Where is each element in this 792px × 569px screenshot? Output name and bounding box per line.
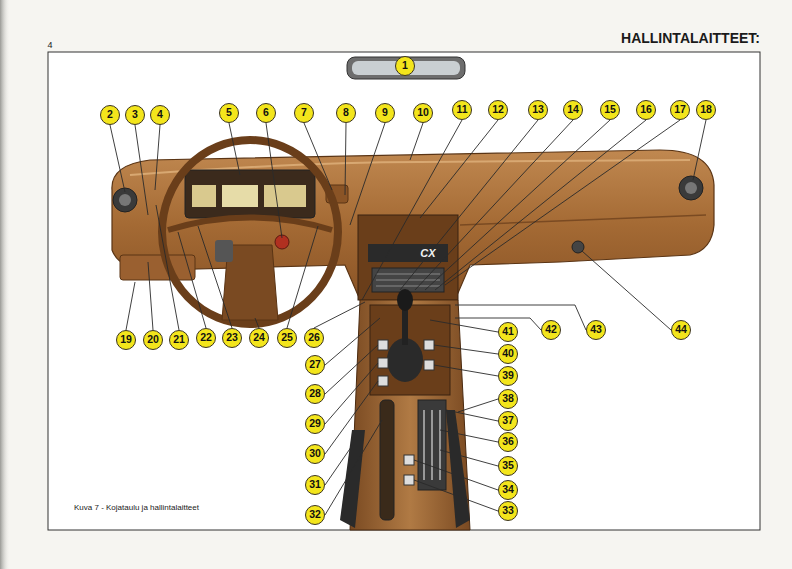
callout-number: 2 xyxy=(100,105,120,125)
callout-number: 30 xyxy=(305,444,325,464)
callout-number: 39 xyxy=(498,366,518,386)
callout-number: 34 xyxy=(498,480,518,500)
page-title: HALLINTALAITTEET: xyxy=(621,30,760,46)
callout-number: 3 xyxy=(125,105,145,125)
callout-number: 13 xyxy=(528,100,548,120)
display-text: CX xyxy=(420,247,435,259)
callout-number: 32 xyxy=(305,505,325,525)
callout-number: 37 xyxy=(498,411,518,431)
callout-number: 17 xyxy=(670,100,690,120)
callout-number: 19 xyxy=(116,330,136,350)
callout-number: 29 xyxy=(305,414,325,434)
callout-number: 44 xyxy=(671,320,691,340)
callout-number: 40 xyxy=(498,344,518,364)
callout-number: 5 xyxy=(219,103,239,123)
callout-number: 15 xyxy=(600,100,620,120)
callout-number: 7 xyxy=(294,103,314,123)
callout-number: 11 xyxy=(452,100,472,120)
figure-caption: Kuva 7 - Kojataulu ja hallintalaitteet xyxy=(74,503,199,512)
callout-number: 28 xyxy=(305,384,325,404)
callout-number: 9 xyxy=(375,103,395,123)
callout-number: 35 xyxy=(498,456,518,476)
callout-number: 16 xyxy=(636,100,656,120)
callout-number: 38 xyxy=(498,389,518,409)
callout-number: 12 xyxy=(488,100,508,120)
callout-number: 31 xyxy=(305,475,325,495)
page-number: 4 xyxy=(47,40,52,50)
callout-number: 42 xyxy=(541,320,561,340)
callout-number: 33 xyxy=(498,501,518,521)
callout-number: 22 xyxy=(196,328,216,348)
callout-number: 1 xyxy=(395,56,415,76)
callout-number: 23 xyxy=(222,328,242,348)
callout-number: 4 xyxy=(150,105,170,125)
callout-number: 41 xyxy=(498,322,518,342)
callout-number: 18 xyxy=(696,100,716,120)
callout-number: 6 xyxy=(256,103,276,123)
callout-number: 26 xyxy=(304,328,324,348)
callout-number: 25 xyxy=(277,328,297,348)
callout-number: 14 xyxy=(563,100,583,120)
callout-number: 27 xyxy=(305,355,325,375)
callout-number: 36 xyxy=(498,432,518,452)
callout-number: 20 xyxy=(143,330,163,350)
callout-number: 10 xyxy=(413,103,433,123)
callout-number: 21 xyxy=(169,330,189,350)
callout-number: 8 xyxy=(336,103,356,123)
callout-number: 43 xyxy=(586,320,606,340)
callout-number: 24 xyxy=(249,328,269,348)
